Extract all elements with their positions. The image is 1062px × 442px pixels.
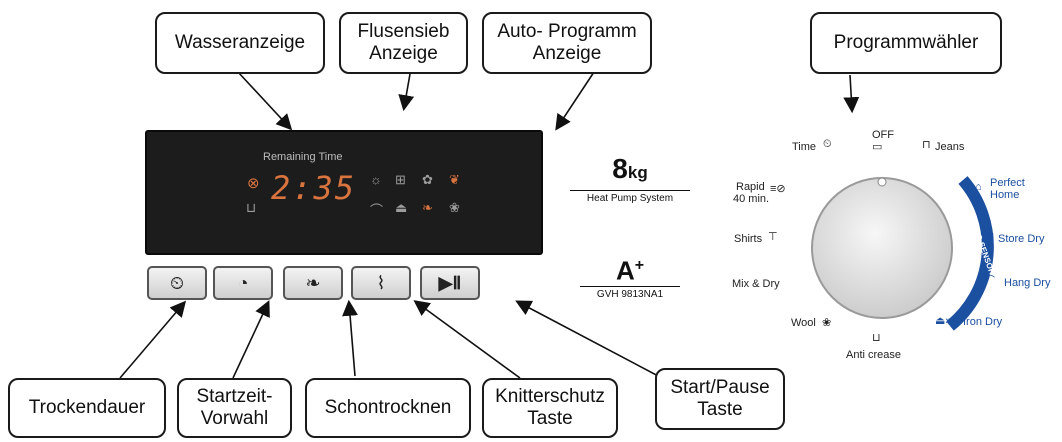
callout-start-pause-line1: Start/Pause [670,377,770,398]
dial-time-label: Time [792,141,817,153]
anti-crease-button[interactable]: ⌇ [351,266,411,300]
callout-auto-programm: Auto- Programm Anzeige [482,12,652,74]
callout-start-pause: Start/Pause Taste [655,368,785,430]
dial-jeans-label: Jeans [935,141,965,153]
arrow-schontrocknen [342,299,359,377]
delay-start-button[interactable]: ◔ [213,266,273,300]
hang-dry-icon: ⌒ [984,275,995,287]
dial-off-label: OFF [872,129,894,141]
callout-programmwaehler-text: Programmwähler [833,32,979,53]
callout-schontrocknen-text: Schontrocknen [324,397,452,418]
hang-indicator-icon: ⌒ [370,203,384,218]
energy-class-letter: A [615,255,635,286]
remaining-time-label: Remaining Time [263,151,343,163]
dial-indicator-dot [877,177,887,187]
heat-pump-system-label: Heat Pump System [570,190,690,204]
tank-full-icon: ⊔ [246,200,257,215]
remaining-time-digits: 2:35 [271,169,357,207]
wool-indicator-icon: ❀ [449,200,460,215]
callout-wasseranzeige: Wasseranzeige [155,12,325,74]
auto-sensor-arc [946,176,994,331]
clock-icon: ⏲ [169,272,185,293]
shirt-icon: ⊤ [768,231,778,243]
callout-flusensieb-line1: Flusensieb [357,21,450,42]
jeans-icon: ⊓ [922,139,931,151]
energy-badge: A+ GVH 9813NA1 [580,253,680,300]
model-number: GVH 9813NA1 [580,285,680,300]
start-pause-button[interactable]: ▶Ⅱ [420,266,480,300]
dial-hang-dry-label: Hang Dry [1004,277,1051,289]
callout-knitterschutz: Knitterschutz Taste [482,378,618,438]
gentle-dry-button[interactable]: ❧ [283,266,343,300]
dial-rapid-label-2: 40 min. [733,193,770,205]
dial-off-icon: ▭ [872,141,883,153]
callout-startzeit-line2: Vorwahl [200,408,269,429]
callout-flusensieb: Flusensieb Anzeige [339,12,468,74]
callout-auto-programm-line1: Auto- Programm [497,21,637,42]
dial-shirts-label: Shirts [734,233,763,245]
arrow-flusensieb [398,73,415,112]
callout-wasseranzeige-text: Wasseranzeige [174,32,306,53]
drying-time-button[interactable]: ⏲ [147,266,207,300]
program-dial[interactable]: AUTO SENSOR [760,120,1060,380]
callout-flusensieb-line2: Anzeige [369,43,438,64]
leaf-indicator-icon: ❧ [422,200,433,215]
callout-auto-programm-line2: Anzeige [532,43,602,64]
dial-anti-crease-label: Anti crease [846,349,902,361]
anti-crease-dial-icon: ⊔ [872,332,881,344]
capacity-number: 8 [612,153,628,184]
callout-programmwaehler: Programmwähler [810,12,1002,74]
control-panel-display: Remaining Time ⊗ ⊔ 2:35 ☼ ⊞ ✿ ❦ ⌒ ⏏ ❧ ❀ [145,130,543,255]
capacity-unit: kg [627,163,648,182]
iron-icon: ⏏» [935,315,952,327]
callout-startzeit-line1: Startzeit- [196,386,273,407]
arrow-wasseranzeige [237,71,293,131]
drying-level-icon: ☼ [370,172,382,187]
dial-perfect-home-label-1: Perfect [990,177,1025,189]
dial-perfect-home-label-2: Home [990,189,1020,201]
callout-knitterschutz-line1: Knitterschutz [495,386,605,407]
auto-program-indicator-icon: ❦ [449,172,460,187]
fan-indicator-icon: ✿ [422,172,433,187]
water-tank-indicator-icon: ⊗ [247,175,260,192]
lint-filter-indicator-icon: ⊞ [395,172,406,187]
dial-store-dry-label: Store Dry [998,233,1045,245]
arrow-auto-programm [555,71,595,131]
home-icon: ⌂ [975,181,982,193]
arrow-programmwaehler [843,74,860,114]
leaf-icon: ❧ [305,272,321,293]
play-pause-icon: ▶Ⅱ [438,272,462,293]
dial-wool-label: Wool [791,317,816,329]
callout-knitterschutz-line2: Taste [527,408,573,429]
delay-start-icon: ◔ [237,272,249,293]
rapid-icon: ≡⊘ [770,183,786,195]
arrow-start-pause [515,300,663,379]
dial-mix-dry-label: Mix & Dry [732,278,780,290]
callout-trockendauer: Trockendauer [8,378,166,438]
arrow-startzeit [232,300,270,379]
capacity-badge: 8kg Heat Pump System [570,155,690,204]
energy-class-plus: + [634,257,645,274]
callout-start-pause-line2: Taste [697,399,743,420]
store-dry-icon: ⊞ [985,231,995,243]
wool-icon: ❀ [822,317,832,329]
iron-indicator-icon: ⏏ [395,200,408,215]
dial-knob [811,177,953,319]
callout-schontrocknen: Schontrocknen [305,378,471,438]
anti-crease-icon: ⌇ [376,272,386,293]
dial-rapid-label-1: Rapid [736,181,765,193]
clock-small-icon: ⏲ [823,138,832,150]
callout-trockendauer-text: Trockendauer [28,397,146,418]
callout-startzeit: Startzeit- Vorwahl [177,378,292,438]
arrow-knitterschutz [413,300,521,379]
arrow-trockendauer [119,300,187,379]
dial-iron-dry-label: Iron Dry [963,316,1003,328]
